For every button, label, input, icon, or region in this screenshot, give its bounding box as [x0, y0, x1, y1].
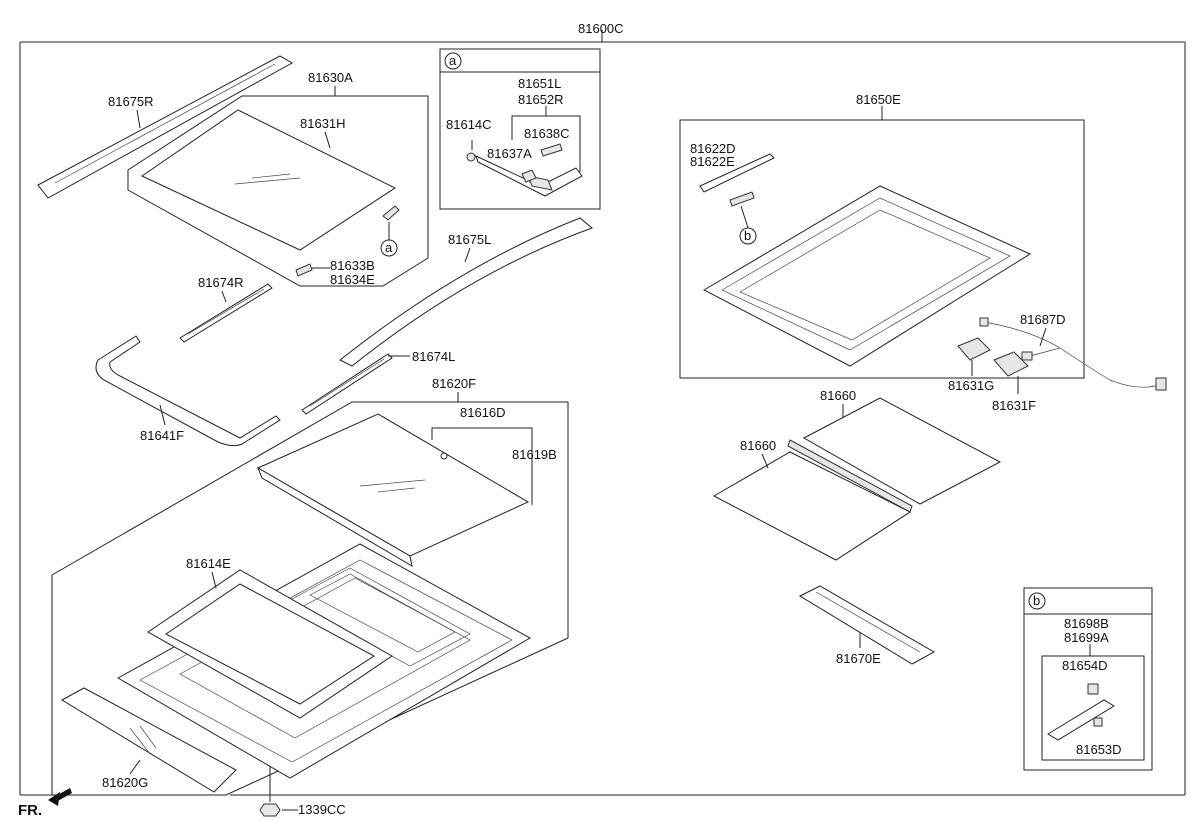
moulding-81674R: [179, 283, 273, 343]
label-81619B: 81619B: [512, 447, 557, 462]
shade-81660-lower: [712, 439, 913, 561]
deflector-81670E: [798, 585, 936, 665]
screw-81633B: [295, 263, 330, 277]
label-81630A: 81630A: [308, 70, 353, 85]
moulding-81674L: [301, 353, 393, 415]
label-81698B: 81698B: [1064, 616, 1109, 631]
nut-1339CC: [259, 766, 298, 817]
glass-81616D: [256, 413, 530, 567]
main-assembly-frame: [19, 30, 1186, 796]
roof-glass-81631H: [140, 109, 397, 251]
label-81675R: 81675R: [108, 94, 154, 109]
detail-b-box: [1023, 587, 1153, 771]
direction-label: FR.: [18, 802, 42, 819]
label-81614C: 81614C: [446, 117, 492, 132]
roof-rail-right: [37, 55, 294, 199]
label-81600C: 81600C: [578, 21, 624, 36]
callout-b-marker: b: [744, 228, 751, 243]
label-81622D: 81622D: [690, 141, 736, 156]
label-81660-lower: 81660: [740, 438, 776, 453]
detail-b-marker: b: [1033, 593, 1040, 608]
label-81699A: 81699A: [1064, 630, 1109, 645]
callout-a-marker: a: [385, 240, 393, 255]
label-81614E: 81614E: [186, 556, 231, 571]
motor-81631G: [957, 337, 991, 376]
label-81631G: 81631G: [948, 378, 994, 393]
label-81633B: 81633B: [330, 258, 375, 273]
frame-81614E: [147, 569, 393, 719]
label-81634E: 81634E: [330, 272, 375, 287]
label-81641F: 81641F: [140, 428, 184, 443]
label-81652R: 81652R: [518, 92, 564, 107]
label-81637A: 81637A: [487, 146, 532, 161]
label-81651L: 81651L: [518, 76, 561, 91]
label-81622E: 81622E: [690, 154, 735, 169]
label-81660-upper: 81660: [820, 388, 856, 403]
panel-81620G: [60, 687, 237, 793]
glass-group-81630A: [127, 95, 429, 287]
group-81620F: [51, 401, 569, 796]
roof-rail-left: [339, 217, 593, 367]
label-81638C: 81638C: [524, 126, 570, 141]
label-81675L: 81675L: [448, 232, 491, 247]
label-81687D: 81687D: [1020, 312, 1066, 327]
label-81670E: 81670E: [836, 651, 881, 666]
label-81616D: 81616D: [460, 405, 506, 420]
group-81650E: [679, 106, 1085, 379]
motor-81631F: [993, 351, 1029, 394]
label-81650E: 81650E: [856, 92, 901, 107]
label-81631H: 81631H: [300, 116, 346, 131]
shade-81660-upper: [802, 397, 1002, 505]
harness-81687D: [979, 317, 1167, 391]
label-81620F: 81620F: [432, 376, 476, 391]
weatherstrip-81641F: [95, 335, 281, 447]
label-81654D: 81654D: [1062, 658, 1108, 673]
label-81631F: 81631F: [992, 398, 1036, 413]
detail-a-box: [439, 48, 601, 210]
label-81674R: 81674R: [198, 275, 244, 290]
label-81674L: 81674L: [412, 349, 455, 364]
label-81653D: 81653D: [1076, 742, 1122, 757]
clip-callout-a: [380, 205, 400, 257]
label-81620G: 81620G: [102, 775, 148, 790]
front-arrow-icon: [48, 788, 72, 806]
detail-a-marker: a: [449, 53, 457, 68]
label-1339CC: 1339CC: [298, 802, 346, 817]
